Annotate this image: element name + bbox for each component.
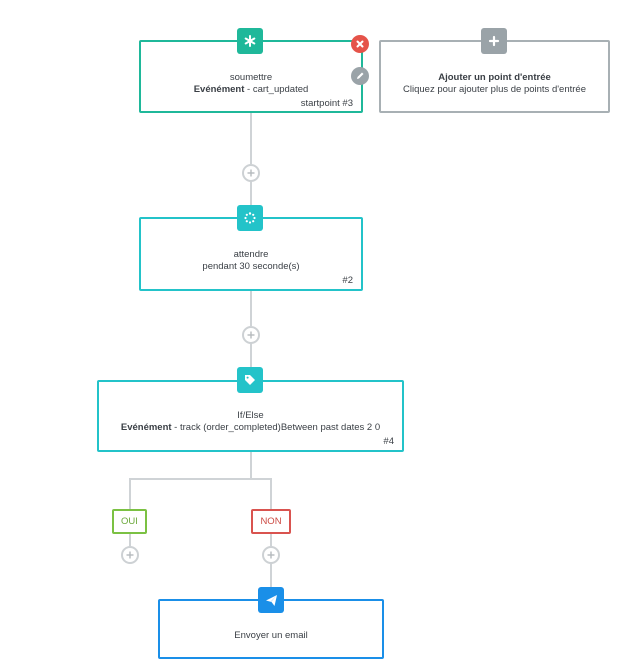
add-step-button-yes[interactable] [121,546,139,564]
node-number: #2 [342,275,353,286]
connector-line [270,478,272,509]
plus-icon [481,28,507,54]
add-step-button-no[interactable] [262,546,280,564]
workflow-canvas: soumettre Evénément - cart_updated start… [97,28,610,659]
node-number: startpoint #3 [300,98,353,109]
connector-line [270,563,272,588]
asterisk-icon [237,28,263,54]
node-event-label: Evénément [120,422,172,433]
add-step-button[interactable] [242,326,260,344]
node-event: Evénément - track (order_completed)Betwe… [99,422,402,434]
plus-icon [267,551,275,559]
node-event-detail: - track (order_completed)Between past da… [171,422,381,433]
node-number: #4 [383,436,394,447]
add-step-button[interactable] [242,164,260,182]
node-event-detail: - cart_updated [244,84,309,95]
connector-line [270,534,272,546]
connector-line [129,478,131,509]
node-title: soumettre [229,72,273,83]
connector-line [250,181,252,217]
node-title: Ajouter un point d'entrée [438,72,551,83]
connector-line [250,290,252,326]
plus-icon [247,331,255,339]
spinner-icon [237,205,263,231]
node-title: Envoyer un email [234,630,308,641]
node-subtitle: pendant 30 seconde(s) [202,261,300,272]
node-event-label: Evénément [193,84,245,95]
connector-line [250,343,252,380]
node-subtitle: Cliquez pour ajouter plus de points d'en… [403,84,586,95]
plus-icon [247,169,255,177]
connector-line [129,534,131,546]
node-title: If/Else [237,410,264,421]
paper-plane-icon [258,587,284,613]
tag-icon [237,367,263,393]
branch-no[interactable]: NON [251,509,291,534]
plus-icon [126,551,134,559]
delete-node-button[interactable] [351,35,369,53]
connector-line [250,112,252,164]
pencil-icon [357,72,364,79]
close-icon [356,40,364,48]
node-event: Evénément - cart_updated [141,84,361,96]
branch-yes[interactable]: OUI [112,509,147,534]
connector-line [250,451,252,479]
connector-line [129,478,272,480]
edit-node-button[interactable] [351,67,369,85]
node-title: attendre [233,249,269,260]
